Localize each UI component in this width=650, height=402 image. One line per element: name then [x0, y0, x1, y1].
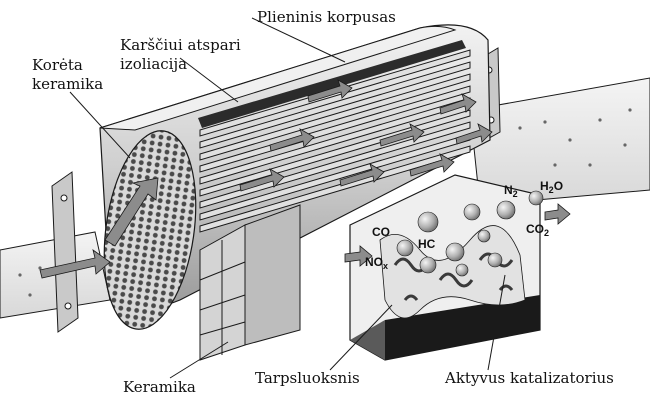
inlet-arrows — [39, 177, 159, 279]
ceramic-block — [199, 204, 301, 361]
label-cordierite-line1: Korėta — [32, 56, 83, 74]
part-labels: Plieninis korpusas Karščiui atspari izol… — [32, 8, 614, 396]
washcoat-cutaway — [349, 174, 541, 361]
insulation-layer — [198, 40, 466, 128]
label-steel-housing: Plieninis korpusas — [257, 8, 396, 26]
outlet-pipe — [469, 77, 650, 206]
h2o-label: H2O — [540, 179, 563, 195]
co-label: CO — [372, 225, 390, 239]
honeycomb-face — [103, 130, 197, 330]
co2-label: CO2 — [526, 222, 549, 238]
label-insulation-line1: Karščiui atspari — [120, 36, 241, 54]
hc-label: HC — [418, 237, 436, 251]
label-ceramic: Keramika — [123, 378, 196, 396]
inlet-flange — [51, 171, 79, 333]
flow-arrows — [239, 79, 493, 192]
nox-label: NOx — [365, 255, 388, 271]
molecule-spheres — [396, 190, 544, 277]
label-cordierite-line2: keramika — [32, 75, 103, 93]
label-active-catalyst: Aktyvus katalizatorius — [444, 369, 614, 387]
label-washcoat: Tarpsluoksnis — [255, 369, 360, 387]
reaction-arrows — [344, 203, 571, 267]
n2-label: N2 — [504, 183, 518, 199]
leader-lines — [69, 17, 506, 379]
chemical-labels: CO HC NOx N2 H2O CO2 — [365, 179, 563, 271]
label-insulation-line2: izoliacija — [120, 55, 187, 73]
monolith-channels — [199, 49, 471, 233]
